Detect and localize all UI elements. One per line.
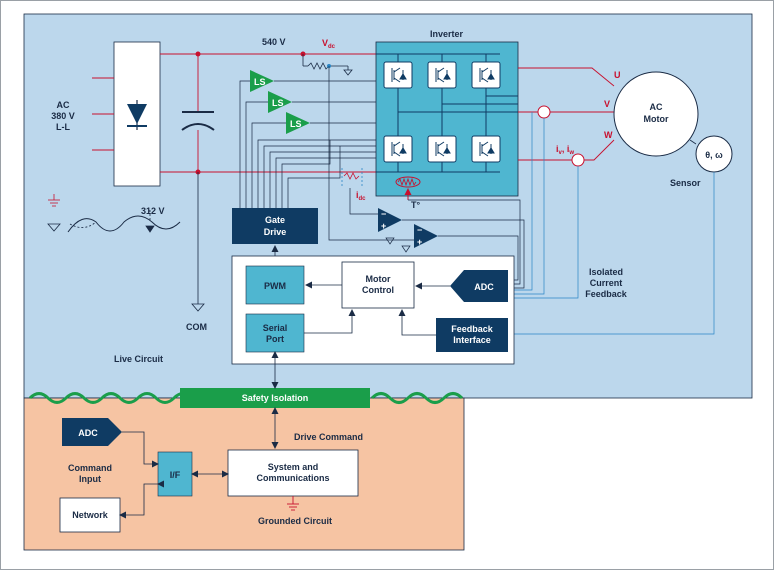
dc-bus-voltage: 540 V	[262, 37, 286, 47]
com-ground	[191, 172, 205, 312]
ripple-voltage-label: 312 V	[141, 206, 165, 216]
motor-sensor-link	[689, 139, 697, 145]
ac-motor	[613, 71, 699, 157]
sensor-label: Sensor	[670, 178, 701, 188]
iv-iw-label: iv, iw	[556, 144, 574, 156]
controller-arrows	[304, 281, 450, 336]
safety-isolation-label: Safety Isolation	[242, 393, 309, 403]
phase-w-label: W	[604, 130, 613, 140]
adc-grounded-label: ADC	[78, 428, 98, 438]
level-shifter-3: LS	[286, 112, 310, 134]
grounded-circuit-label: Grounded Circuit	[258, 516, 332, 526]
ground-symbol	[287, 496, 299, 511]
svg-text:LS: LS	[290, 119, 302, 129]
motor-phase-wires	[518, 67, 615, 161]
pwm-block	[245, 265, 305, 305]
svg-text:+: +	[381, 221, 386, 231]
idc-shunt	[341, 168, 363, 188]
serial-port-block	[245, 313, 305, 353]
grounded-wires	[119, 431, 229, 519]
isolated-feedback-wires	[514, 112, 715, 335]
vdc-label: Vdc	[322, 38, 336, 50]
sensor-symbol: θ, ω	[705, 150, 723, 160]
motor-control-block	[341, 261, 415, 309]
current-amplifier: − +	[378, 208, 402, 245]
svg-text:−: −	[381, 209, 386, 219]
level-shifter-1: LS	[250, 70, 274, 92]
level-shifter-2: LS	[268, 91, 292, 113]
sense-wires	[328, 66, 525, 289]
voltage-amplifier: − +	[401, 224, 438, 253]
inverter-internal-wires	[376, 53, 518, 173]
phase-v-label: V	[604, 99, 610, 109]
adc-grounded-block	[62, 418, 122, 446]
adc-live-block	[450, 270, 508, 302]
ac-input-lines	[92, 77, 114, 151]
live-circuit-label: Live Circuit	[114, 354, 163, 364]
svg-text:LS: LS	[254, 77, 266, 87]
igbt-symbols	[391, 67, 495, 157]
igbt-switches	[383, 61, 501, 163]
adc-live-label: ADC	[474, 282, 494, 292]
temperature-label: T°	[411, 200, 420, 210]
rectifier	[113, 41, 161, 187]
svg-text:−: −	[417, 225, 422, 235]
isolation-wave-left	[28, 392, 194, 404]
vdc-sense-divider	[302, 54, 353, 76]
pwm-label: PWM	[264, 281, 286, 291]
svg-text:+: +	[417, 237, 422, 247]
bus-capacitor	[181, 111, 215, 131]
bus-node	[195, 51, 201, 57]
drive-command-label: Drive Command	[294, 432, 363, 442]
feedback-interface-block	[436, 318, 508, 352]
current-sensor-v	[537, 105, 551, 119]
temperature-sensor	[395, 176, 421, 200]
idc-label: idc	[356, 190, 366, 202]
inverter-label: Inverter	[430, 29, 464, 39]
network-block	[59, 497, 121, 533]
gate-drive-block	[232, 208, 318, 244]
safety-isolation-bar	[180, 388, 370, 408]
com-label: COM	[186, 322, 207, 332]
isolation-wave-right	[370, 392, 464, 404]
ripple-waveform	[47, 194, 181, 233]
phase-u-label: U	[614, 70, 621, 80]
gate-signal-wires	[239, 80, 376, 208]
svg-text:LS: LS	[272, 98, 284, 108]
interface-label: I/F	[170, 470, 181, 480]
network-label: Network	[72, 510, 109, 520]
